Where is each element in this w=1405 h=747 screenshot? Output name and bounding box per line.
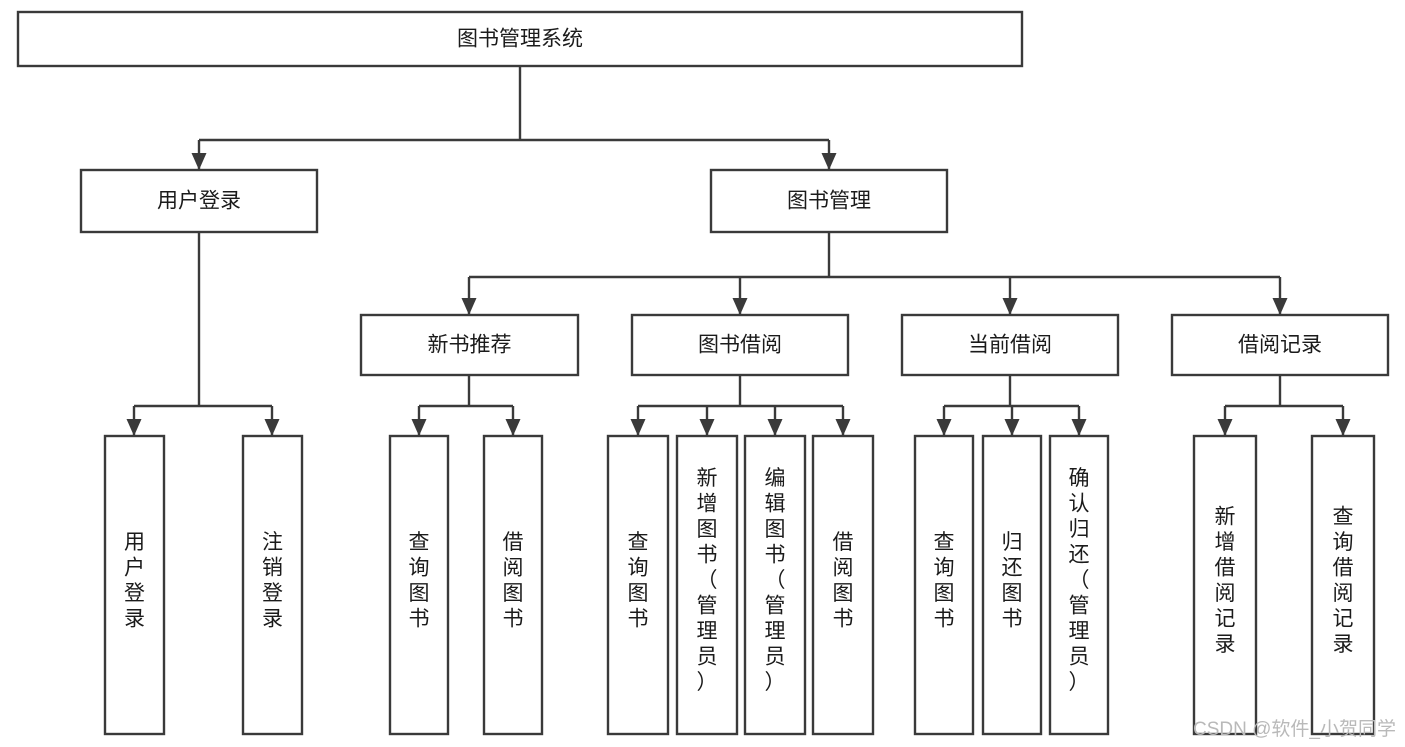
node-leaf-query-book-current[interactable]: 查询图书 <box>913 434 975 736</box>
node-borrow-record[interactable]: 借阅记录 <box>1170 313 1390 377</box>
node-leaf-borrow-book-rec-label: 借阅图书 <box>503 531 524 631</box>
node-leaf-user-login[interactable]: 用户登录 <box>103 434 166 736</box>
node-leaf-query-book-rec-label: 查询图书 <box>409 531 430 631</box>
node-leaf-borrow-book-rec[interactable]: 借阅图书 <box>482 434 544 736</box>
node-leaf-add-borrow-record[interactable]: 新增借阅记录 <box>1192 434 1258 736</box>
connector-new-book-recommend-to-leaves <box>411 375 521 436</box>
node-leaf-add-book-box[interactable] <box>675 434 739 736</box>
node-new-book-recommend-box[interactable] <box>359 313 580 377</box>
node-leaf-return-book-box[interactable] <box>981 434 1043 736</box>
node-root-system-label: 图书管理系统 <box>457 28 583 51</box>
connector-root-to-level2 <box>191 66 837 170</box>
node-book-borrow-box[interactable] <box>630 313 850 377</box>
node-borrow-record-label: 借阅记录 <box>1238 334 1322 357</box>
connector-layer <box>126 66 1351 436</box>
node-leaf-borrow-book-box[interactable] <box>811 434 875 736</box>
node-root-system-box[interactable] <box>16 10 1024 68</box>
node-root-system[interactable]: 图书管理系统 <box>16 10 1024 68</box>
node-book-management-box[interactable] <box>709 168 949 234</box>
node-leaf-add-borrow-record-label: 新增借阅记录 <box>1215 505 1236 656</box>
node-leaf-query-book-current-box[interactable] <box>913 434 975 736</box>
node-leaf-borrow-book[interactable]: 借阅图书 <box>811 434 875 736</box>
connector-current-borrow-to-leaves <box>936 375 1087 436</box>
arrow-head-icon <box>630 419 646 436</box>
node-leaf-user-login-box[interactable] <box>103 434 166 736</box>
node-leaf-query-borrow-record-label: 查询借阅记录 <box>1333 505 1354 656</box>
arrow-head-icon <box>1335 419 1351 436</box>
arrow-head-icon <box>461 298 477 315</box>
node-layer: 图书管理系统用户登录图书管理新书推荐图书借阅当前借阅借阅记录用户登录注销登录查询… <box>16 10 1390 736</box>
arrow-head-icon <box>1071 419 1087 436</box>
node-current-borrow-label: 当前借阅 <box>968 334 1052 357</box>
watermark-label: CSDN @软件_小贺同学 <box>1193 718 1396 740</box>
node-book-management-label: 图书管理 <box>787 190 871 213</box>
node-leaf-query-book-current-label: 查询图书 <box>934 531 955 631</box>
connector-book-management-to-level3 <box>461 232 1288 315</box>
node-leaf-query-book-borrow-label: 查询图书 <box>628 531 649 631</box>
arrow-head-icon <box>1217 419 1233 436</box>
node-leaf-add-book[interactable]: 新增图书（管理员） <box>675 434 739 736</box>
arrow-head-icon <box>411 419 427 436</box>
node-leaf-borrow-book-rec-box[interactable] <box>482 434 544 736</box>
node-leaf-user-logout-label: 注销登录 <box>262 531 283 631</box>
node-leaf-query-book-rec[interactable]: 查询图书 <box>388 434 450 736</box>
node-leaf-user-login-label: 用户登录 <box>124 531 145 631</box>
node-leaf-query-book-rec-box[interactable] <box>388 434 450 736</box>
node-leaf-edit-book-label: 编辑图书（管理员） <box>765 467 786 694</box>
node-current-borrow[interactable]: 当前借阅 <box>900 313 1120 377</box>
node-book-management[interactable]: 图书管理 <box>709 168 949 234</box>
node-borrow-record-box[interactable] <box>1170 313 1390 377</box>
arrow-head-icon <box>767 419 783 436</box>
node-new-book-recommend-label: 新书推荐 <box>428 334 512 357</box>
arrow-head-icon <box>191 153 207 170</box>
arrow-head-icon <box>936 419 952 436</box>
connector-user-login-to-leaves <box>126 232 280 436</box>
arrow-head-icon <box>821 153 837 170</box>
node-leaf-add-book-label: 新增图书（管理员） <box>697 467 718 694</box>
connector-book-borrow-to-leaves <box>630 375 851 436</box>
node-leaf-confirm-return-box[interactable] <box>1048 434 1110 736</box>
arrow-head-icon <box>264 419 280 436</box>
node-leaf-query-book-borrow-box[interactable] <box>606 434 670 736</box>
node-leaf-add-borrow-record-box[interactable] <box>1192 434 1258 736</box>
arrow-head-icon <box>699 419 715 436</box>
arrow-head-icon <box>1004 419 1020 436</box>
arrow-head-icon <box>1002 298 1018 315</box>
node-leaf-query-borrow-record[interactable]: 查询借阅记录 <box>1310 434 1376 736</box>
node-leaf-confirm-return-label: 确认归还（管理员） <box>1069 467 1090 694</box>
node-leaf-borrow-book-label: 借阅图书 <box>833 531 854 631</box>
node-leaf-query-book-borrow[interactable]: 查询图书 <box>606 434 670 736</box>
node-new-book-recommend[interactable]: 新书推荐 <box>359 313 580 377</box>
node-book-borrow-label: 图书借阅 <box>698 334 782 357</box>
connector-borrow-record-to-leaves <box>1217 375 1351 436</box>
arrow-head-icon <box>835 419 851 436</box>
node-leaf-edit-book[interactable]: 编辑图书（管理员） <box>743 434 807 736</box>
node-leaf-return-book[interactable]: 归还图书 <box>981 434 1043 736</box>
arrow-head-icon <box>126 419 142 436</box>
node-book-borrow[interactable]: 图书借阅 <box>630 313 850 377</box>
node-user-login-label: 用户登录 <box>157 190 241 213</box>
arrow-head-icon <box>505 419 521 436</box>
arrow-head-icon <box>732 298 748 315</box>
node-leaf-edit-book-box[interactable] <box>743 434 807 736</box>
node-leaf-return-book-label: 归还图书 <box>1002 531 1023 631</box>
node-user-login[interactable]: 用户登录 <box>79 168 319 234</box>
arrow-head-icon <box>1272 298 1288 315</box>
node-leaf-user-logout-box[interactable] <box>241 434 304 736</box>
node-user-login-box[interactable] <box>79 168 319 234</box>
node-leaf-query-borrow-record-box[interactable] <box>1310 434 1376 736</box>
node-leaf-user-logout[interactable]: 注销登录 <box>241 434 304 736</box>
node-current-borrow-box[interactable] <box>900 313 1120 377</box>
node-leaf-confirm-return[interactable]: 确认归还（管理员） <box>1048 434 1110 736</box>
